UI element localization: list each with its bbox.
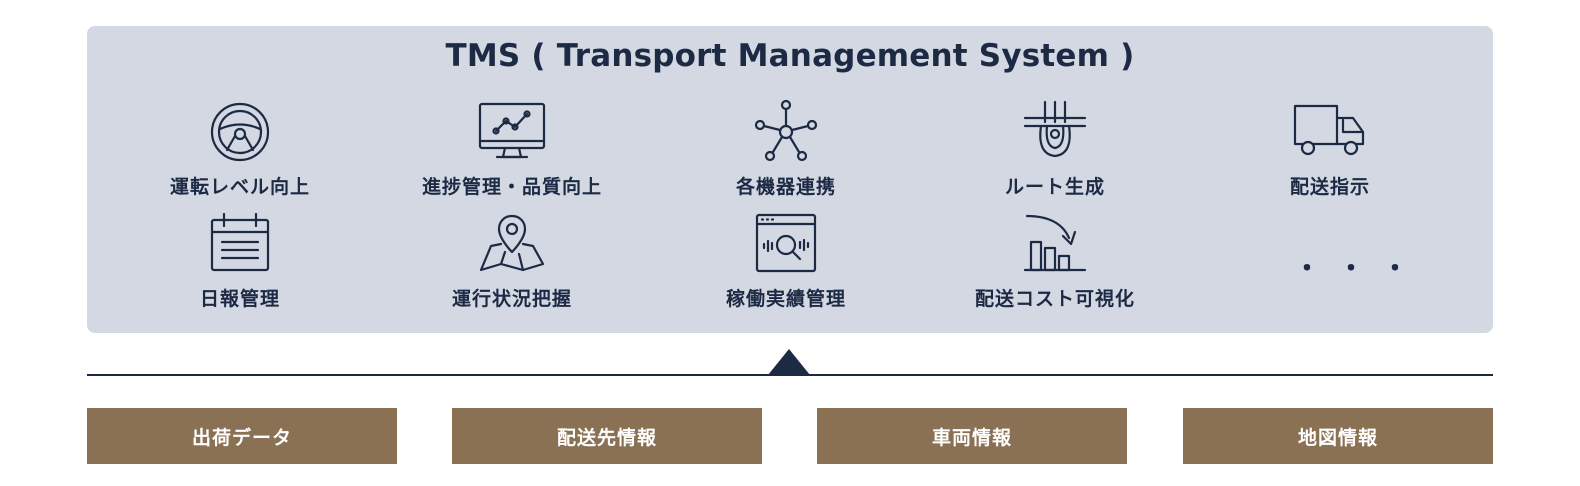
- network-hub-icon: [754, 99, 818, 162]
- feature-daily-report: 日報管理: [110, 212, 370, 311]
- feature-device-link: 各機器連携: [656, 99, 916, 199]
- steering-wheel-icon: [210, 102, 270, 162]
- feature-label: 各機器連携: [735, 176, 836, 198]
- feature-label: 配送指示: [1289, 176, 1370, 198]
- data-source-shipping: 出荷データ: [87, 408, 397, 464]
- feature-label: 稼働実績管理: [725, 288, 846, 310]
- more-features-ellipsis: ・・・: [1293, 254, 1426, 284]
- truck-icon: [1293, 104, 1365, 156]
- browser-search-icon: [755, 213, 817, 273]
- feature-label: ルート生成: [1004, 176, 1105, 198]
- up-arrow-icon: [768, 349, 810, 375]
- cost-down-chart-icon: [1023, 214, 1087, 272]
- feature-label: 日報管理: [199, 288, 280, 310]
- route-road-icon: [1023, 100, 1087, 158]
- feature-cost-visualization: 配送コスト可視化: [925, 212, 1185, 311]
- tms-panel: [87, 26, 1493, 333]
- feature-label: 配送コスト可視化: [974, 288, 1135, 310]
- feature-operation-status: 運行状況把握: [382, 212, 642, 311]
- map-pin-icon: [479, 214, 545, 272]
- feature-operation-results: 稼働実績管理: [656, 212, 916, 311]
- feature-route-generation: ルート生成: [925, 100, 1185, 199]
- feature-driving-level: 運転レベル向上: [110, 100, 370, 199]
- feature-delivery-instruction: 配送指示: [1200, 100, 1460, 199]
- connector-line: [87, 374, 1493, 376]
- tms-title: TMS ( Transport Management System ): [445, 38, 1135, 74]
- feature-label: 進捗管理・品質向上: [421, 176, 602, 198]
- monitor-chart-icon: [478, 102, 546, 159]
- data-source-destination: 配送先情報: [452, 408, 762, 464]
- data-source-vehicle: 車両情報: [817, 408, 1127, 464]
- data-source-map: 地図情報: [1183, 408, 1493, 464]
- feature-label: 運行状況把握: [451, 288, 572, 310]
- calendar-icon: [210, 212, 270, 272]
- feature-label: 運転レベル向上: [169, 176, 310, 198]
- feature-progress-quality: 進捗管理・品質向上: [382, 100, 642, 199]
